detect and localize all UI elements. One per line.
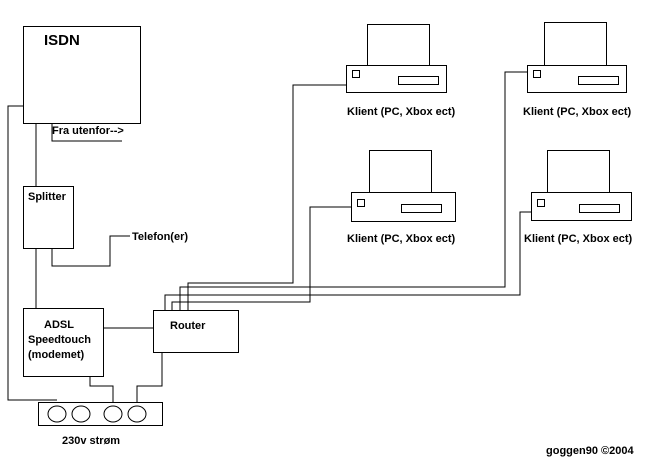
modem-box: ADSL Speedtouch (modemet) [23, 308, 104, 377]
modem-power-cable [89, 376, 114, 406]
client-pc-2: Klient (PC, Xbox ect) [347, 150, 456, 245]
splitter-box: Splitter [23, 186, 74, 249]
cable-client-3 [179, 71, 527, 310]
power-socket [71, 405, 91, 423]
incoming-line: Fra utenfor--> [51, 123, 124, 142]
client-pc-4: Klient (PC, Xbox ect) [524, 150, 633, 245]
client-pc-3: Klient (PC, Xbox ect) [523, 22, 632, 118]
power-socket [103, 405, 123, 423]
isdn-box: ISDN [23, 26, 141, 124]
modem-line2: Speedtouch [28, 334, 91, 346]
cable-client-1 [187, 84, 346, 310]
phone-line: Telefon(er) [51, 231, 188, 267]
cable-client-4 [164, 211, 531, 310]
client-pc-1: Klient (PC, Xbox ect) [346, 24, 456, 118]
splitter-label: Splitter [28, 191, 67, 203]
client-label: Klient (PC, Xbox ect) [347, 233, 456, 245]
router-box: Router [153, 310, 239, 353]
isdn-label: ISDN [44, 32, 80, 49]
power-socket [127, 405, 147, 423]
modem-line1: ADSL [44, 319, 74, 331]
client-label: Klient (PC, Xbox ect) [523, 106, 632, 118]
power-socket [47, 405, 67, 423]
incoming-label: Fra utenfor--> [52, 125, 124, 137]
router-power-cable [136, 352, 163, 406]
power-strip: 230v strøm [38, 402, 163, 447]
isdn-power-cable [7, 105, 57, 401]
modem-line3: (modemet) [28, 349, 85, 361]
cable-client-2 [171, 206, 351, 310]
client-label: Klient (PC, Xbox ect) [524, 233, 633, 245]
router-label: Router [170, 320, 206, 332]
phone-label: Telefon(er) [132, 231, 188, 243]
power-label: 230v strøm [62, 435, 120, 447]
credit-text: goggen90 ©2004 [546, 445, 634, 457]
client-label: Klient (PC, Xbox ect) [347, 106, 456, 118]
